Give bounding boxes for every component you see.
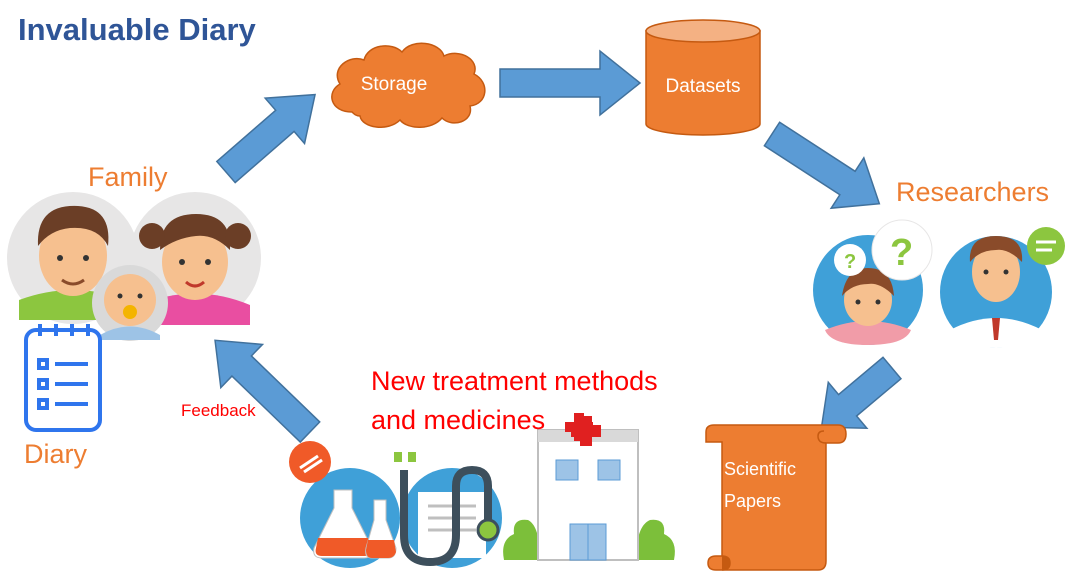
stethoscope-icon [394,452,502,568]
girl-researcher-avatar-icon: ? ? [813,219,933,345]
datasets-cylinder-icon [645,19,761,136]
papers-label-line1: Scientific [724,459,797,479]
red-cross-icon [565,413,593,441]
arrow-datasets-to-researchers [763,121,881,210]
scientific-papers-scroll-icon [705,424,847,571]
arrow-feedback [214,339,321,444]
lab-flasks-icon [289,441,400,568]
storage-cloud-icon [331,42,486,128]
baby-avatar-icon [92,265,168,341]
arrow-storage-to-datasets [499,49,642,117]
family-label: Family [88,162,168,192]
datasets-label: Datasets [665,76,741,97]
arrow-family-to-storage [215,93,316,184]
svg-text:?: ? [844,251,856,273]
papers-label-line2: Papers [724,491,782,511]
arrow-researchers-to-papers [820,356,903,430]
treatment-label-line2: and medicines [371,405,546,435]
feedback-label: Feedback [181,401,256,420]
storage-label: Storage [360,74,428,95]
treatment-label-line1: New treatment methods [371,366,658,396]
diagram-title: Invaluable Diary [18,12,256,47]
doctor-researcher-avatar-icon [940,227,1065,348]
hospital-building-icon [503,416,675,561]
svg-text:?: ? [890,232,913,274]
diary-checklist-icon [24,324,102,432]
researchers-label: Researchers [896,177,1050,207]
diary-label: Diary [24,439,88,469]
